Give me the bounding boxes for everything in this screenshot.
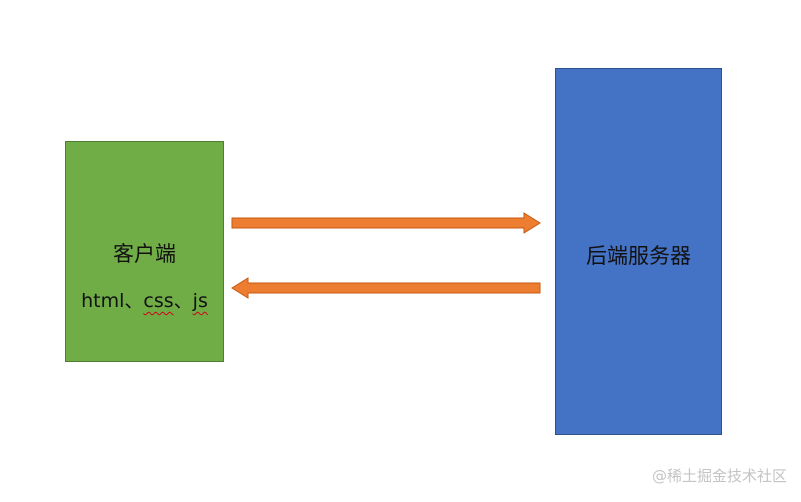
response-arrow-left	[231, 277, 541, 299]
client-tech-label: html、css、js	[66, 286, 223, 313]
tech-js: js	[192, 290, 208, 312]
watermark: @稀土掘金技术社区	[651, 467, 787, 485]
server-box: 后端服务器	[555, 68, 722, 435]
tech-html: html、	[81, 290, 144, 312]
client-title: 客户端	[113, 242, 176, 266]
client-box: 客户端 html、css、js	[65, 141, 224, 362]
request-arrow-right	[231, 212, 541, 234]
tech-css: css	[143, 290, 174, 312]
tech-separator: 、	[173, 290, 193, 312]
server-title: 后端服务器	[586, 244, 691, 268]
